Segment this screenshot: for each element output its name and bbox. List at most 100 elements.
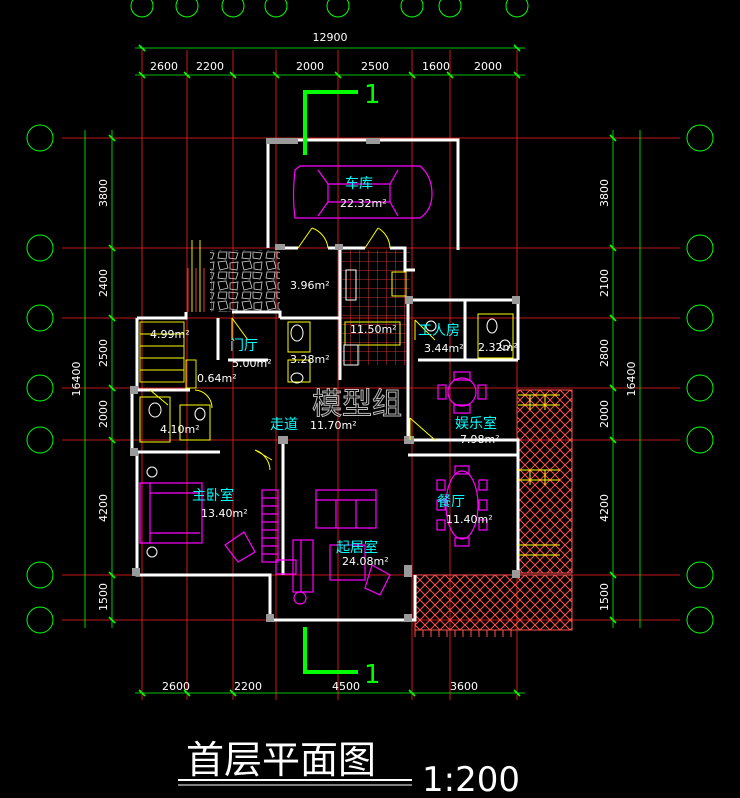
room-area-closet: 0.64m² — [197, 372, 237, 385]
axis-bubble — [438, 0, 462, 18]
drawing-scale: 1:200 — [422, 760, 520, 798]
drawing-title: 首层平面图 — [186, 738, 376, 782]
room-name-dining: 餐厅 — [437, 494, 465, 510]
axis-bubble — [686, 234, 714, 262]
room-area-servant: 3.44m² — [424, 342, 464, 355]
axis-bubble — [26, 374, 54, 402]
room-area-stair-hall: 11.50m² — [350, 323, 397, 336]
dim-right-6: 1500 — [598, 583, 611, 611]
dim-left-total: 16400 — [70, 362, 83, 397]
room-areas: 22.32m² 3.96m² 11.50m² 3.44m² 2.32m² 4.9… — [150, 197, 518, 568]
dim-right-3: 2800 — [598, 339, 611, 367]
axis-bubble — [175, 0, 199, 18]
dim-right-4: 2000 — [598, 400, 611, 428]
wardrobe — [261, 489, 279, 563]
section-mark-bottom-label: 1 — [364, 660, 381, 690]
door-swings — [139, 227, 514, 471]
deck-strip — [186, 268, 212, 312]
room-area-store-b: 4.99m² — [150, 328, 190, 341]
dim-left-3: 2500 — [97, 339, 110, 367]
stairs — [139, 240, 201, 389]
room-area-bath-small: 3.28m² — [290, 353, 330, 366]
dim-top-3: 2000 — [296, 60, 324, 73]
room-area-master-bath: 4.10m² — [160, 423, 200, 436]
axis-bubble — [686, 374, 714, 402]
dimension-lines — [84, 44, 641, 697]
dim-left-2: 2400 — [97, 269, 110, 297]
axis-bubble — [26, 426, 54, 454]
axis-grid — [62, 50, 680, 700]
axis-bubble — [26, 606, 54, 634]
railings — [518, 394, 560, 556]
room-area-corridor: 11.70m² — [310, 419, 357, 432]
room-area-master-bed: 13.40m² — [201, 507, 248, 520]
axis-bubble — [326, 0, 350, 18]
axis-bubble — [264, 0, 288, 18]
title-block: 首层平面图 1:200 — [178, 738, 520, 798]
axis-bubble — [686, 304, 714, 332]
room-area-dining: 11.40m² — [446, 513, 493, 526]
axis-bubble — [400, 0, 424, 18]
axis-bubble — [686, 426, 714, 454]
axis-bubble — [686, 606, 714, 634]
axis-bubble — [26, 124, 54, 152]
terrace-bottom — [414, 574, 573, 631]
axis-bubble — [26, 304, 54, 332]
entertainment-table — [437, 371, 487, 414]
car-outline — [292, 165, 433, 219]
dim-bottom-3: 4500 — [332, 680, 360, 693]
axis-bubbles — [26, 0, 714, 634]
room-name-servant: 工人房 — [418, 323, 460, 339]
section-mark-top-label: 1 — [364, 80, 381, 110]
dim-right-total: 16400 — [625, 362, 638, 397]
dim-bottom-1: 2600 — [162, 680, 190, 693]
section-mark-bottom — [303, 627, 358, 674]
dim-bottom-2: 2200 — [234, 680, 262, 693]
dim-left-6: 1500 — [97, 583, 110, 611]
dim-top-4: 2500 — [361, 60, 389, 73]
axis-bubble — [26, 561, 54, 589]
watermark: 模型组 — [312, 387, 402, 422]
dim-bottom-4: 3600 — [450, 680, 478, 693]
room-area-store-a: 3.96m² — [290, 279, 330, 292]
section-mark-top — [303, 90, 358, 155]
dim-right-2: 2100 — [598, 269, 611, 297]
dim-left-1: 3800 — [97, 179, 110, 207]
room-name-foyer: 门厅 — [230, 338, 258, 354]
axis-bubble — [686, 124, 714, 152]
dim-top-1: 2600 — [150, 60, 178, 73]
room-name-corridor: 走道 — [270, 417, 298, 433]
dimension-texts: 12900 2600 2200 2000 2500 1600 2000 2600… — [70, 31, 638, 693]
room-area-entertainment: 7.98m² — [460, 433, 500, 446]
wall-fills — [130, 138, 520, 622]
dim-left-4: 2000 — [97, 400, 110, 428]
room-area-foyer: 5.00m² — [232, 357, 272, 370]
stone-patio — [210, 250, 280, 312]
sofa-set — [224, 489, 391, 605]
stair-hall-tiles — [342, 250, 410, 365]
dim-top-2: 2200 — [196, 60, 224, 73]
dim-top-5: 1600 — [422, 60, 450, 73]
room-name-master-bed: 主卧室 — [192, 487, 234, 504]
dim-right-1: 3800 — [598, 179, 611, 207]
dining-table — [436, 465, 488, 547]
room-name-garage: 车库 — [345, 175, 373, 192]
terrace — [414, 389, 573, 637]
axis-bubble — [130, 0, 154, 18]
dim-left-5: 4200 — [97, 494, 110, 522]
room-name-living: 起居室 — [336, 539, 378, 556]
section-marks — [303, 90, 358, 674]
axis-bubble — [686, 561, 714, 589]
dim-right-5: 4200 — [598, 494, 611, 522]
sanitary-fixtures — [146, 269, 511, 558]
furniture — [139, 165, 488, 605]
room-name-entertainment: 娱乐室 — [455, 415, 497, 432]
master-bed — [139, 482, 203, 544]
dim-top-6: 2000 — [474, 60, 502, 73]
room-area-servant-bath: 2.32m² — [478, 341, 518, 354]
room-area-garage: 22.32m² — [340, 197, 387, 210]
room-names: 车库 工人房 门厅 走道 娱乐室 主卧室 餐厅 起居室 — [192, 175, 497, 556]
axis-bubble — [505, 0, 529, 18]
axis-bubble — [221, 0, 245, 18]
